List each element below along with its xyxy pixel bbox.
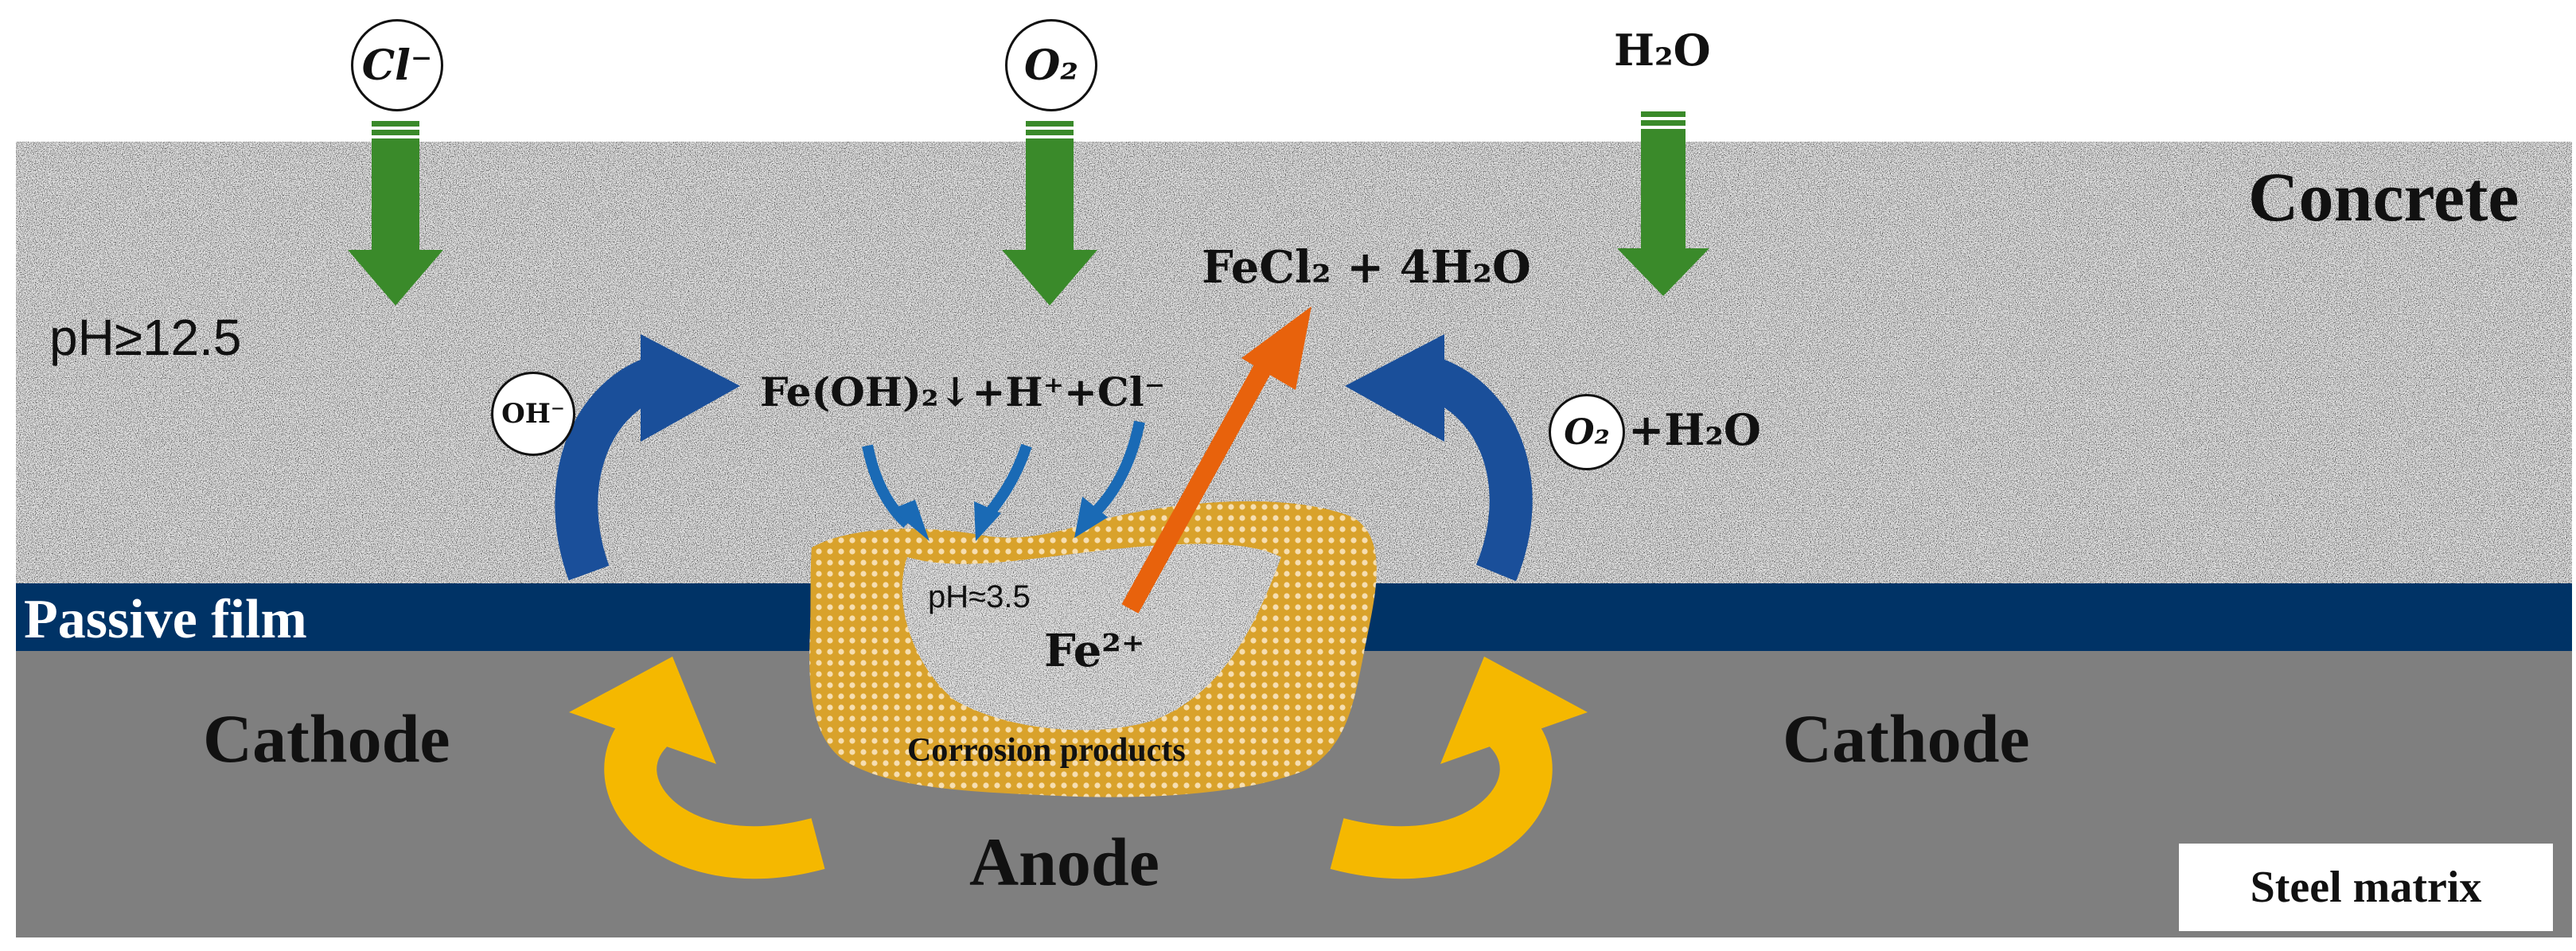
chloride-label: Cl⁻ <box>361 41 433 90</box>
cathode-left-label: Cathode <box>203 700 450 777</box>
oxygen-ingress-arrow <box>1002 121 1097 306</box>
hydrolysis-equation: Fe(OH)₂↓+H⁺+Cl⁻ <box>760 368 1166 415</box>
electron-flow-arrow-left <box>569 657 825 879</box>
pit-ph-label: pH≈3.5 <box>928 579 1031 614</box>
ferrous-chloride-equation: FeCl₂ + 4H₂O <box>1202 241 1531 294</box>
hydroxide-migration-arrow <box>555 334 740 581</box>
water-ingress-arrow <box>1617 111 1709 296</box>
concrete-label: Concrete <box>2248 159 2519 236</box>
passive-film-label: Passive film <box>24 589 307 650</box>
electron-flow-arrow-right <box>1330 657 1588 879</box>
anode-label: Anode <box>969 824 1159 900</box>
hydroxide-species-badge: OH⁻ <box>491 372 575 456</box>
plus-water-label: +H₂O <box>1628 404 1761 455</box>
oxygen-species-badge: O₂ <box>1005 19 1097 111</box>
ferrous-ion-label: Fe²⁺ <box>1044 625 1145 677</box>
corrosion-products-label: Corrosion products <box>907 732 1186 769</box>
ferrous-outward-arrow <box>1121 306 1311 614</box>
oxygen-migration-arrow <box>1345 334 1533 582</box>
bulk-ph-label: pH≥12.5 <box>49 309 242 366</box>
chloride-ingress-arrow <box>348 121 443 306</box>
water-label: H₂O <box>1614 25 1711 76</box>
cathode-right-label: Cathode <box>1783 700 2030 777</box>
ion-influx-arrows <box>862 420 1145 541</box>
oxygen-label: O₂ <box>1023 41 1079 90</box>
oxygen-small-badge: O₂ <box>1549 394 1625 470</box>
chloride-species-badge: Cl⁻ <box>351 19 443 111</box>
hydroxide-label: OH⁻ <box>501 398 565 430</box>
steel-matrix-label-box: Steel matrix <box>2179 844 2553 931</box>
steel-matrix-label: Steel matrix <box>2250 863 2482 912</box>
oxygen-small-label: O₂ <box>1564 411 1610 453</box>
